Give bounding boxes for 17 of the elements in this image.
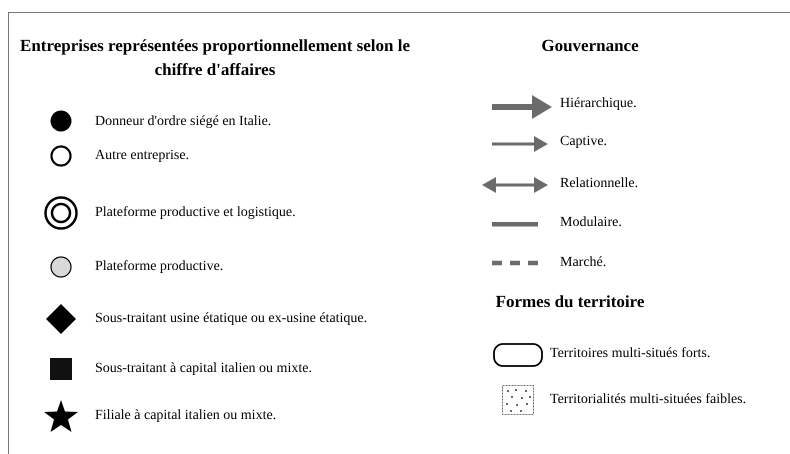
legend-label: Territoires multi-situés forts. — [550, 345, 710, 363]
legend-label: Autre entreprise. — [95, 147, 190, 165]
section-heading: Entreprises représentées proportionnellement selon le chiffre d'affaires — [20, 35, 410, 81]
section-heading: Formes du territoire — [494, 291, 646, 313]
legend-label: Sous-traitant à capital italien ou mixte. — [95, 360, 312, 378]
legend-label: Plateforme productive. — [95, 258, 224, 276]
legend-label: Plateforme productive et logistique. — [95, 204, 296, 222]
legend-label: Sous-traitant usine étatique ou ex-usine étatique. — [95, 310, 368, 328]
legend-label: Captive. — [560, 133, 608, 151]
legend-label: Relationnelle. — [560, 175, 638, 193]
section-heading: Gouvernance — [540, 35, 640, 57]
legend-label: Hiérarchique. — [560, 95, 637, 113]
legend-label: Modulaire. — [560, 214, 622, 232]
legend-label: Filiale à capital italien ou mixte. — [95, 407, 276, 425]
legend-label: Marché. — [560, 254, 606, 272]
legend-label: Territorialités multi-situées faibles. — [550, 391, 746, 409]
legend-label: Donneur d'ordre siégé en Italie. — [95, 113, 272, 131]
